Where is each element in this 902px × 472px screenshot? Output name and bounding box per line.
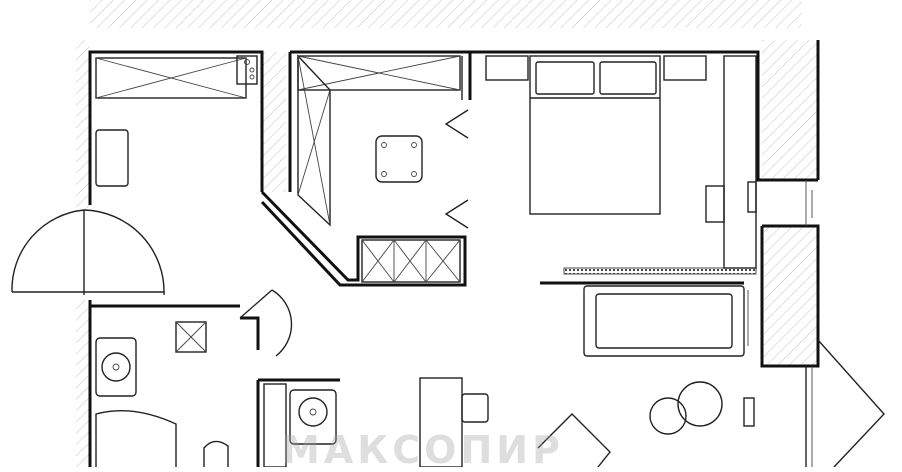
bed	[529, 55, 661, 215]
lounge-chair	[537, 413, 611, 467]
walk-in-closet	[297, 54, 469, 229]
sofa	[583, 285, 749, 357]
bedroom-wardrobe	[723, 55, 757, 269]
bathroom-door	[239, 289, 293, 357]
dining-table	[419, 377, 489, 467]
bedroom-partition	[563, 267, 757, 275]
watermark: МАКСОПИР	[282, 428, 564, 472]
nightstand-right	[663, 55, 707, 81]
storage-cabinet	[361, 239, 461, 283]
hall-bench	[95, 129, 129, 187]
nightstand-left	[485, 55, 529, 81]
walls	[88, 40, 820, 467]
balcony	[805, 180, 885, 467]
bathroom-fixtures	[95, 321, 337, 467]
bedroom-desk	[705, 185, 725, 223]
entrance-door	[11, 209, 165, 296]
round-tables	[649, 381, 723, 435]
hall-wardrobe	[95, 55, 258, 99]
exterior-wall-hatching	[76, 0, 818, 467]
